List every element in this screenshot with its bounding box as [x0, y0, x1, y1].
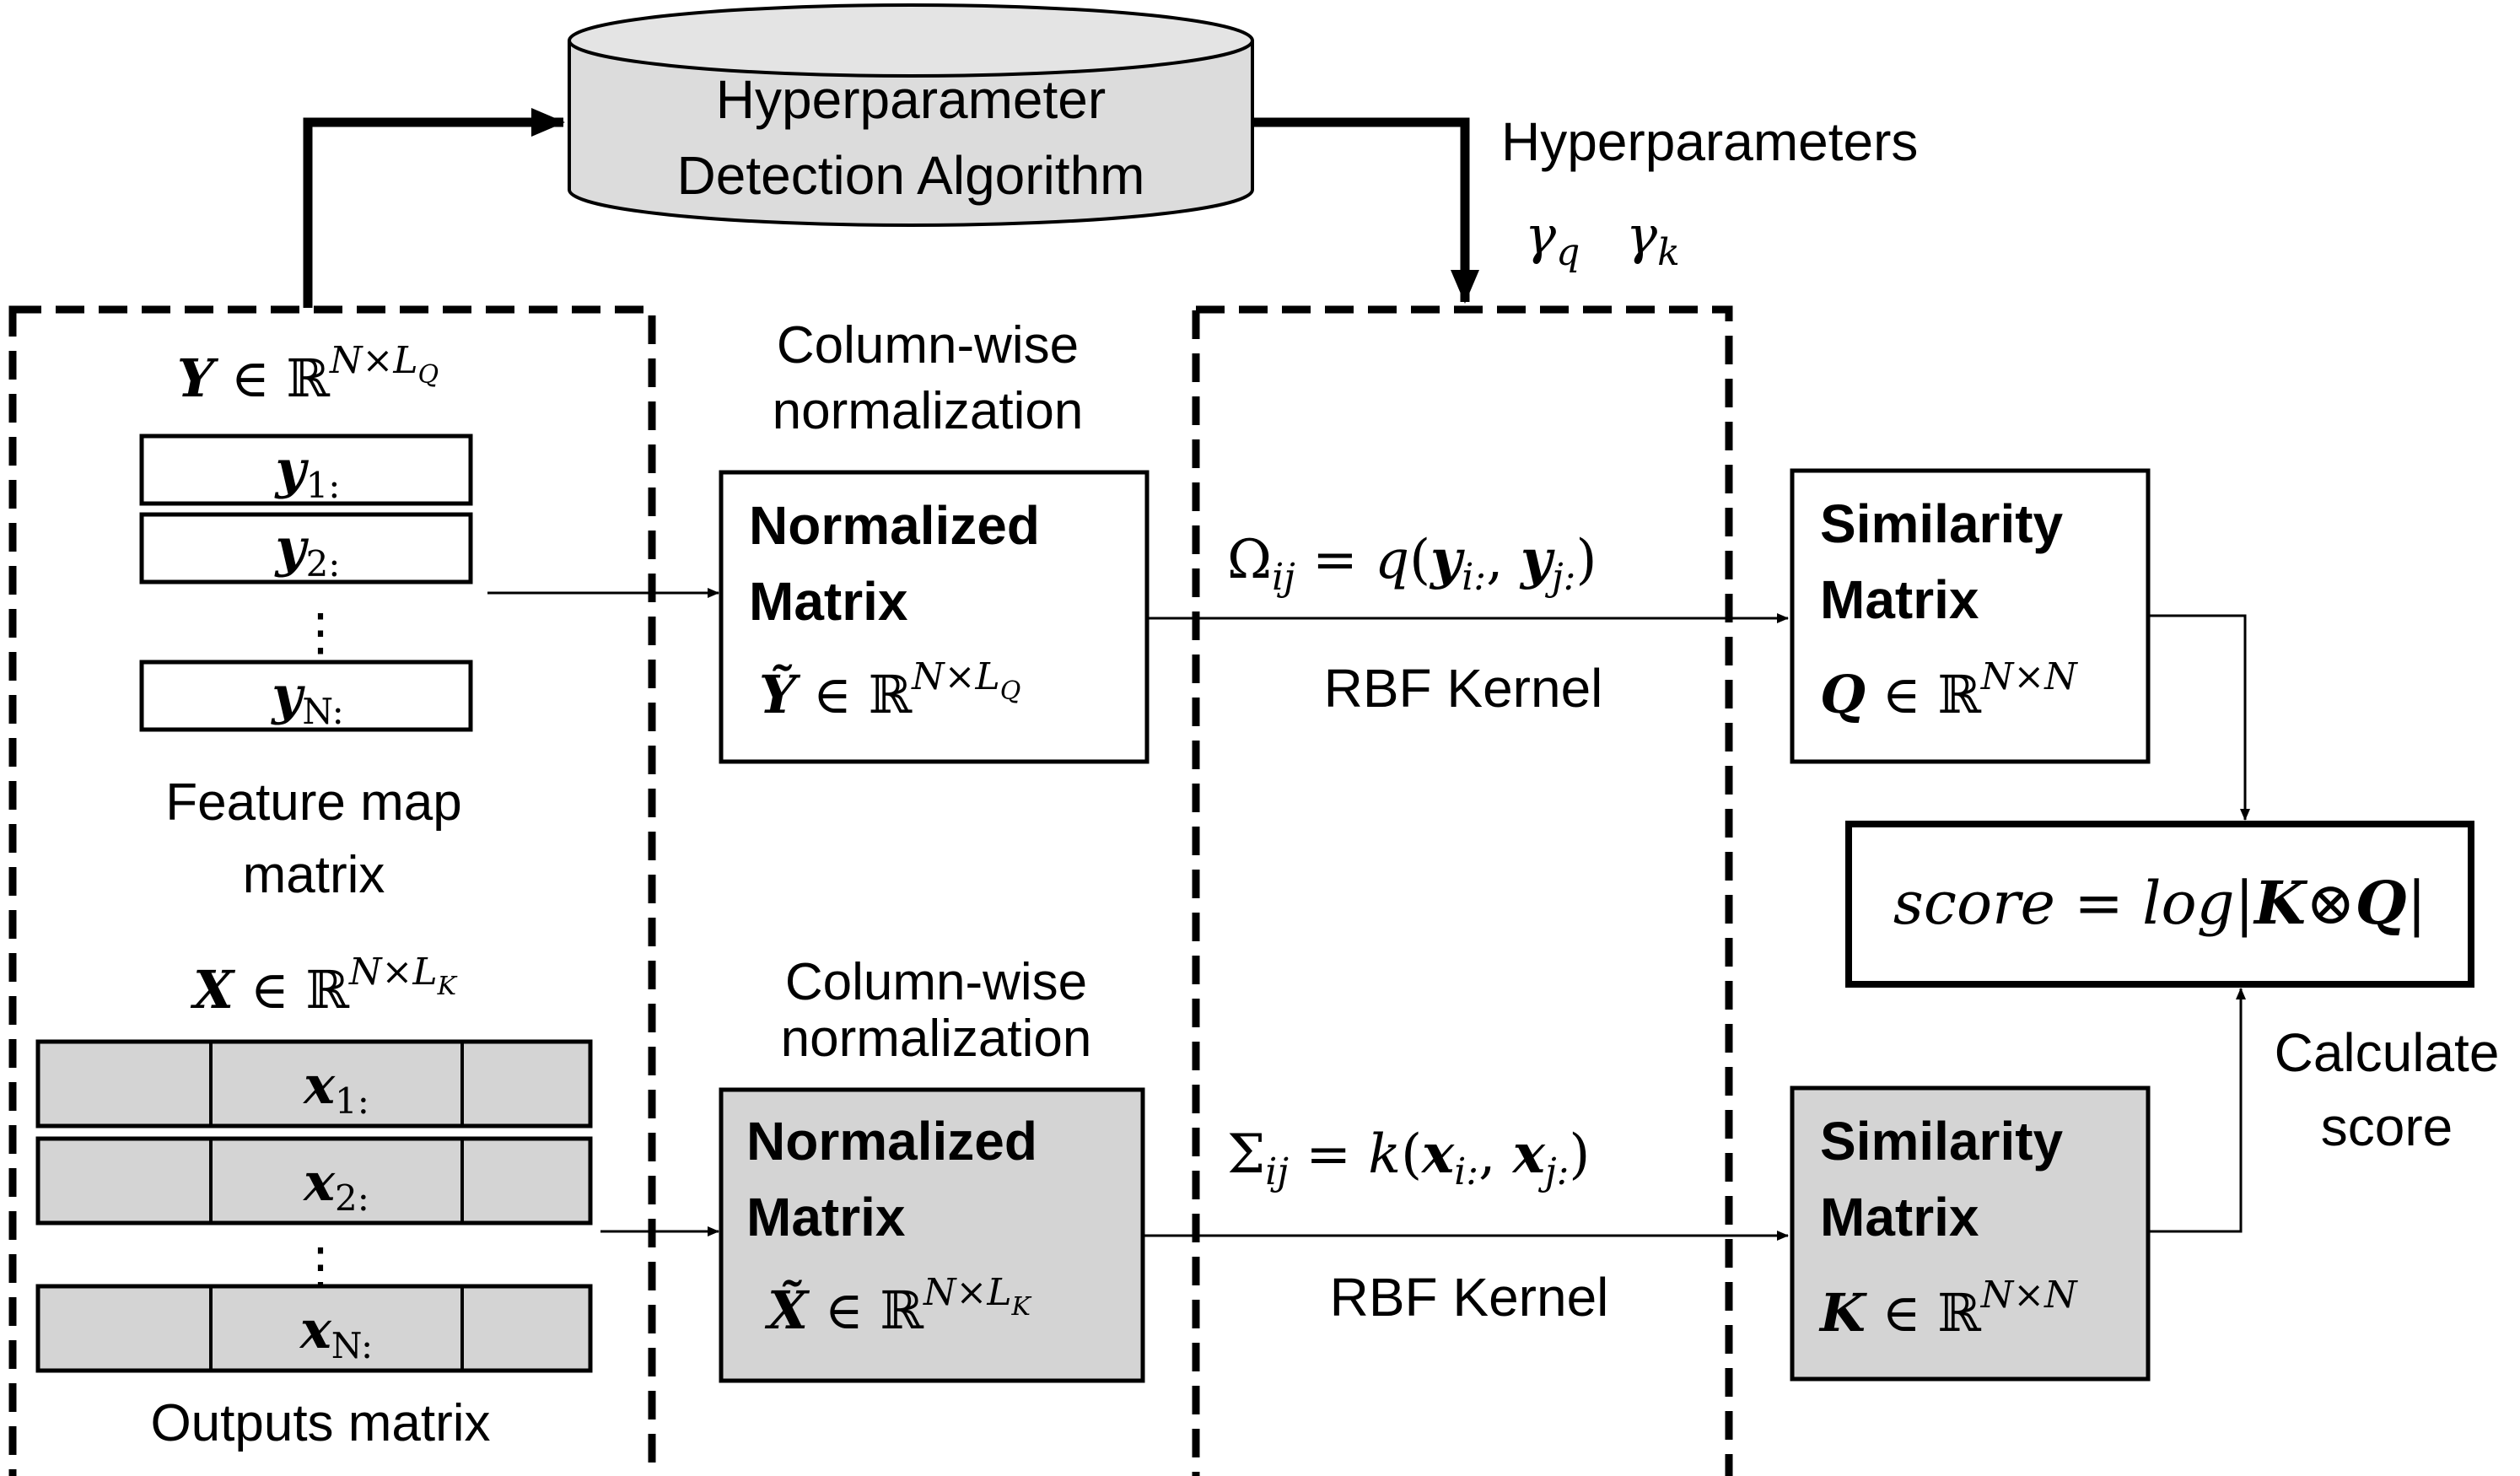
gamma-k-label: γk	[1626, 204, 1680, 274]
norm-top-title-line2: Matrix	[749, 571, 908, 632]
algorithm-label-line1: Hyperparameter	[716, 69, 1106, 130]
hyperparameters-label: Hyperparameters	[1501, 111, 1918, 172]
x-row-1	[35, 1039, 593, 1129]
normalized-matrix-x: Column-wise normalization Normalized Mat…	[719, 953, 1145, 1383]
kernel-top-label: RBF Kernel	[1324, 658, 1603, 719]
norm-bottom-box	[719, 1087, 1145, 1383]
cylinder-top	[568, 3, 1254, 78]
calculate-label-line2: score	[2321, 1096, 2453, 1157]
norm-top-box	[719, 470, 1150, 764]
sim-bottom-formula: K ∈ ℝN×N	[1818, 1274, 2078, 1344]
y-set-label: Y ∈ ℝN×LQ	[177, 339, 439, 409]
algorithm-to-kernel-arrow	[1252, 117, 1479, 304]
outputs-matrix: X ∈ ℝN×LK x1: x2: ⋮ xN: Outputs matrix	[35, 951, 593, 1452]
score-box-group: score = log|K⊗Q|	[1845, 821, 2474, 988]
feature-map-caption-line1: Feature map	[165, 773, 462, 832]
gamma-q-label: γq	[1525, 204, 1580, 274]
sim-bottom-title-line1: Similarity	[1820, 1111, 2064, 1172]
feature-to-algorithm-arrow	[303, 108, 565, 308]
norm-bottom-caption-line1: Column-wise	[785, 953, 1087, 1011]
x-row-2	[35, 1136, 593, 1226]
outputs-caption: Outputs matrix	[150, 1394, 490, 1452]
sim-top-box	[1790, 468, 2151, 764]
similarity-matrix-k: Similarity Matrix K ∈ ℝN×N	[1790, 1085, 2151, 1382]
algorithm-label-line2: Detection Algorithm	[677, 145, 1145, 206]
norm-bottom-formula: X̃ ∈ ℝN×LK	[764, 1271, 1032, 1341]
sim-top-title-line2: Matrix	[1820, 569, 1979, 630]
hyperparameter-algorithm-cylinder: Hyperparameter Detection Algorithm	[568, 3, 1254, 227]
norm-bottom-title-line1: Normalized	[746, 1111, 1037, 1172]
norm-bottom-title-line2: Matrix	[746, 1187, 906, 1247]
kernel-bottom-label: RBF Kernel	[1330, 1267, 1609, 1328]
kernel-top-formula: Ωij = q(yi:, yj:)	[1227, 528, 1597, 599]
score-formula: score = log|K⊗Q|	[1893, 868, 2426, 938]
k-to-score-arrow	[2148, 988, 2246, 1233]
y-row-2	[139, 512, 473, 584]
x-row-n-label: xN:	[299, 1299, 373, 1366]
normalized-matrix-y: Column-wise normalization Normalized Mat…	[719, 316, 1150, 764]
x-set-label: X ∈ ℝN×LK	[190, 951, 458, 1021]
norm-top-caption-line2: normalization	[773, 382, 1084, 440]
similarity-matrix-q: Similarity Matrix Q ∈ ℝN×N	[1790, 468, 2151, 764]
kernel-bottom-formula: Σij = k(xi:, xj:)	[1227, 1123, 1590, 1193]
y-row-1	[139, 434, 473, 506]
sim-top-title-line1: Similarity	[1820, 493, 2064, 554]
sim-bottom-title-line2: Matrix	[1820, 1187, 1979, 1247]
feature-map-caption-line2: matrix	[243, 846, 385, 904]
score-box	[1845, 821, 2474, 988]
cylinder-body	[568, 40, 1254, 227]
norm-bottom-caption-line2: normalization	[781, 1010, 1092, 1068]
rbf-kernel-region	[1192, 305, 1733, 1476]
y-row-n	[139, 660, 473, 732]
calculate-label-line1: Calculate	[2275, 1022, 2500, 1083]
norm-top-title-line1: Normalized	[749, 495, 1040, 556]
y-rows-ellipsis: ⋮	[295, 603, 346, 662]
norm-top-caption-line1: Column-wise	[777, 316, 1079, 374]
input-matrices-region	[8, 305, 656, 1476]
x-row-n	[35, 1284, 593, 1373]
feature-map-matrix: Y ∈ ℝN×LQ y1: y2: ⋮ yN: Feature map matr…	[139, 339, 473, 904]
q-to-score-arrow	[2148, 614, 2250, 821]
sim-bottom-box	[1790, 1085, 2151, 1382]
